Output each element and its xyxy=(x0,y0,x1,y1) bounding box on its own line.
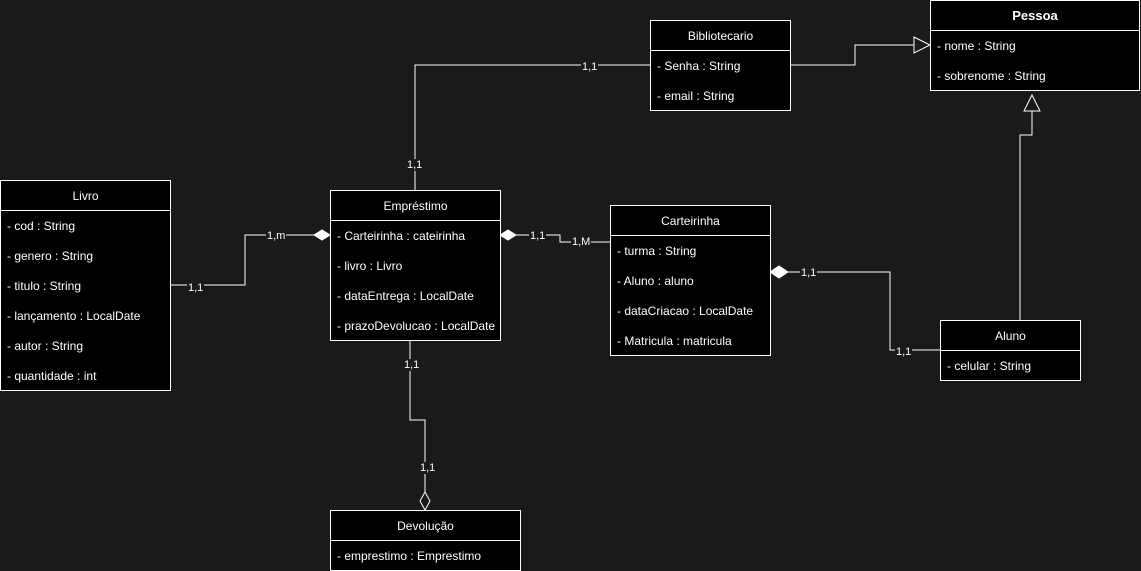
attribute: - dataCriacao : LocalDate xyxy=(617,304,754,318)
attribute: - emprestimo : Emprestimo xyxy=(337,549,482,563)
attribute: - turma : String xyxy=(617,244,697,258)
class-pessoa[interactable]: Pessoa - nome : String - sobrenome : Str… xyxy=(930,0,1140,91)
class-name: Bibliotecario xyxy=(651,21,790,51)
attribute: - quantidade : int xyxy=(7,369,97,383)
multiplicity-label: 1,1 xyxy=(895,346,913,358)
aggregation-diamond-devolucao xyxy=(419,490,431,512)
generalization-arrow-aluno xyxy=(1023,93,1041,112)
multiplicity-label: 1,1 xyxy=(406,159,424,171)
class-name: Livro xyxy=(1,181,170,211)
aluno-pessoa-link xyxy=(1019,111,1033,320)
class-name: Empréstimo xyxy=(331,191,500,221)
attribute: - sobrenome : String xyxy=(937,69,1046,83)
class-emprestimo[interactable]: Empréstimo - Carteirinha : cateirinha - … xyxy=(330,190,501,341)
emprestimo-devolucao-link xyxy=(409,340,426,492)
generalization-arrow-bibliotecario xyxy=(913,36,932,54)
class-name: Aluno xyxy=(941,321,1080,351)
class-livro[interactable]: Livro - cod : String - genero : String -… xyxy=(0,180,171,391)
attribute: - livro : Livro xyxy=(337,259,403,273)
attribute: - dataEntrega : LocalDate xyxy=(337,289,474,303)
multiplicity-label: 1,M xyxy=(571,236,592,248)
multiplicity-label: 1,1 xyxy=(187,282,205,294)
class-name: Carteirinha xyxy=(611,206,770,236)
attribute: - prazoDevolucao : LocalDate xyxy=(337,319,496,333)
multiplicity-label: 1,1 xyxy=(800,267,818,279)
livro-emprestimo-link xyxy=(170,234,314,286)
attribute: - genero : String xyxy=(7,249,94,263)
class-name: Devolução xyxy=(331,511,520,541)
composition-diamond-aluno xyxy=(769,265,789,279)
attribute: - cod : String xyxy=(7,219,76,233)
attribute: - Senha : String xyxy=(657,59,741,73)
multiplicity-label: 1,1 xyxy=(529,230,547,242)
carteirinha-aluno-link xyxy=(788,271,940,351)
multiplicity-label: 1,1 xyxy=(581,61,599,73)
attribute: - email : String xyxy=(657,89,735,103)
class-bibliotecario[interactable]: Bibliotecario - Senha : String - email :… xyxy=(650,20,791,111)
bibliotecario-emprestimo-link xyxy=(414,64,650,190)
multiplicity-label: 1,1 xyxy=(403,359,421,371)
attribute: - Matricula : matricula xyxy=(617,334,732,348)
composition-diamond-carteirinha xyxy=(499,229,517,241)
attribute: - nome : String xyxy=(937,39,1016,53)
class-devolucao[interactable]: Devolução - emprestimo : Emprestimo xyxy=(330,510,521,571)
attribute: - celular : String xyxy=(947,359,1032,373)
multiplicity-label: 1,1 xyxy=(419,462,437,474)
class-name: Pessoa xyxy=(931,1,1139,31)
class-carteirinha[interactable]: Carteirinha - turma : String - Aluno : a… xyxy=(610,205,771,356)
attribute: - Aluno : aluno xyxy=(617,274,694,288)
attribute: - autor : String xyxy=(7,339,84,353)
bibliotecario-pessoa-link xyxy=(790,44,914,66)
attribute: - Carteirinha : cateirinha xyxy=(337,229,466,243)
multiplicity-label: 1,m xyxy=(266,230,287,242)
composition-diamond-livro xyxy=(313,229,331,241)
attribute: - titulo : String xyxy=(7,279,82,293)
class-aluno[interactable]: Aluno - celular : String xyxy=(940,320,1081,381)
attribute: - lançamento : LocalDate xyxy=(7,309,141,323)
